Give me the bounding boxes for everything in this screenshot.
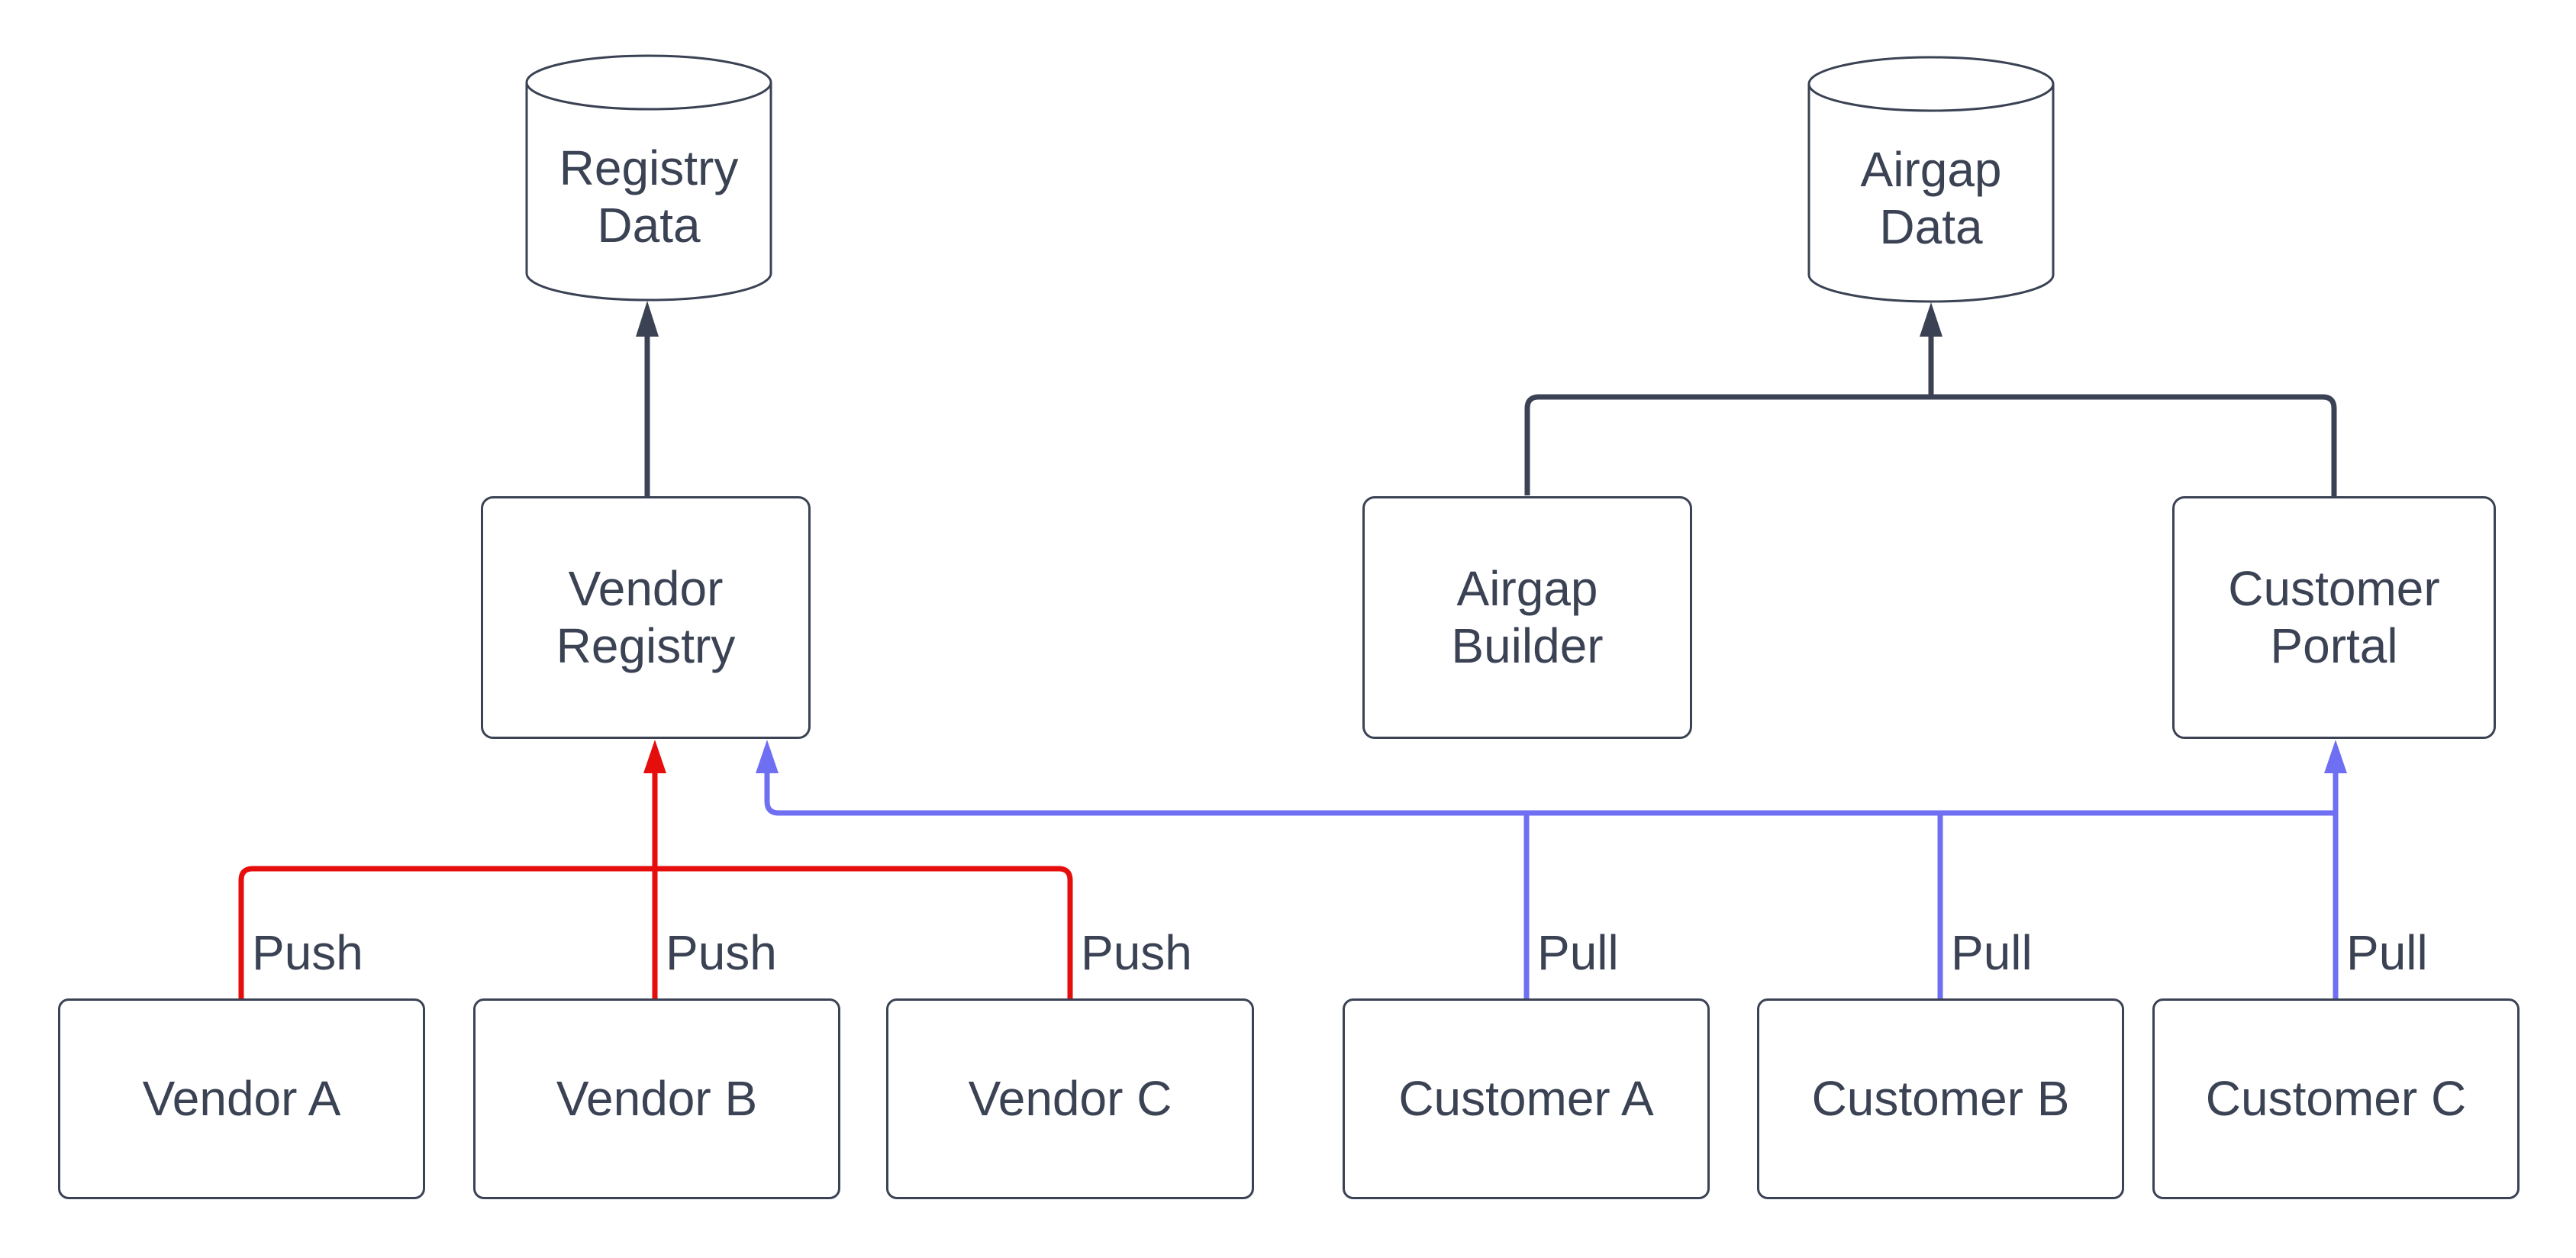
cylinder-registry-data bbox=[525, 54, 772, 302]
node-label: Airgap bbox=[1456, 561, 1598, 616]
node-label: Vendor A bbox=[142, 1071, 341, 1126]
node-label: Vendor bbox=[568, 561, 724, 616]
node-airgap-builder: Airgap Builder bbox=[1362, 496, 1692, 739]
node-customer-portal: Customer Portal bbox=[2172, 496, 2496, 739]
node-airgap-data: Airgap Data bbox=[1809, 57, 2053, 302]
node-label: Data bbox=[597, 198, 701, 253]
edge-label-push-vendor-a: Push bbox=[252, 925, 363, 980]
node-label: Customer A bbox=[1398, 1071, 1654, 1126]
node-customer-a: Customer A bbox=[1343, 998, 1710, 1199]
edge-label-push-vendor-b: Push bbox=[666, 925, 777, 980]
node-customer-c: Customer C bbox=[2152, 998, 2520, 1199]
edge-label-pull-customer-b: Pull bbox=[1951, 925, 2033, 980]
arrowhead-vendor-registry-red bbox=[643, 740, 666, 773]
node-label: Portal bbox=[2270, 618, 2398, 673]
node-vendor-b: Vendor B bbox=[473, 998, 840, 1199]
arrowhead-vendor-registry-blue bbox=[756, 740, 779, 773]
node-label: Builder bbox=[1451, 618, 1604, 673]
node-vendor-registry: Vendor Registry bbox=[481, 496, 811, 739]
edge-airgap-builder-to-customer-portal bbox=[1524, 394, 2337, 496]
node-label: Registry bbox=[559, 140, 739, 195]
edge-label-pull-customer-c: Pull bbox=[2346, 925, 2428, 980]
cylinder-airgap-data bbox=[1807, 56, 2055, 303]
edge-label-push-vendor-c: Push bbox=[1081, 925, 1192, 980]
node-label: Vendor B bbox=[556, 1071, 758, 1126]
arrowhead-airgap-data bbox=[1920, 302, 1942, 337]
edge-blue-pull-bar bbox=[764, 773, 2336, 816]
node-label: Airgap bbox=[1860, 142, 2002, 197]
node-registry-data: Registry Data bbox=[527, 56, 771, 300]
node-vendor-c: Vendor C bbox=[886, 998, 1254, 1199]
arrowhead-customer-portal bbox=[2324, 740, 2347, 773]
node-label: Registry bbox=[556, 618, 736, 673]
arrowhead-registry-data bbox=[636, 301, 659, 337]
node-customer-b: Customer B bbox=[1757, 998, 2124, 1199]
node-label: Customer bbox=[2228, 561, 2440, 616]
node-vendor-a: Vendor A bbox=[58, 998, 425, 1199]
node-label: Vendor C bbox=[968, 1071, 1172, 1126]
node-label: Customer C bbox=[2205, 1071, 2467, 1126]
edge-label-pull-customer-a: Pull bbox=[1537, 925, 1619, 980]
node-label: Data bbox=[1879, 199, 1983, 254]
node-label: Customer B bbox=[1811, 1071, 2070, 1126]
